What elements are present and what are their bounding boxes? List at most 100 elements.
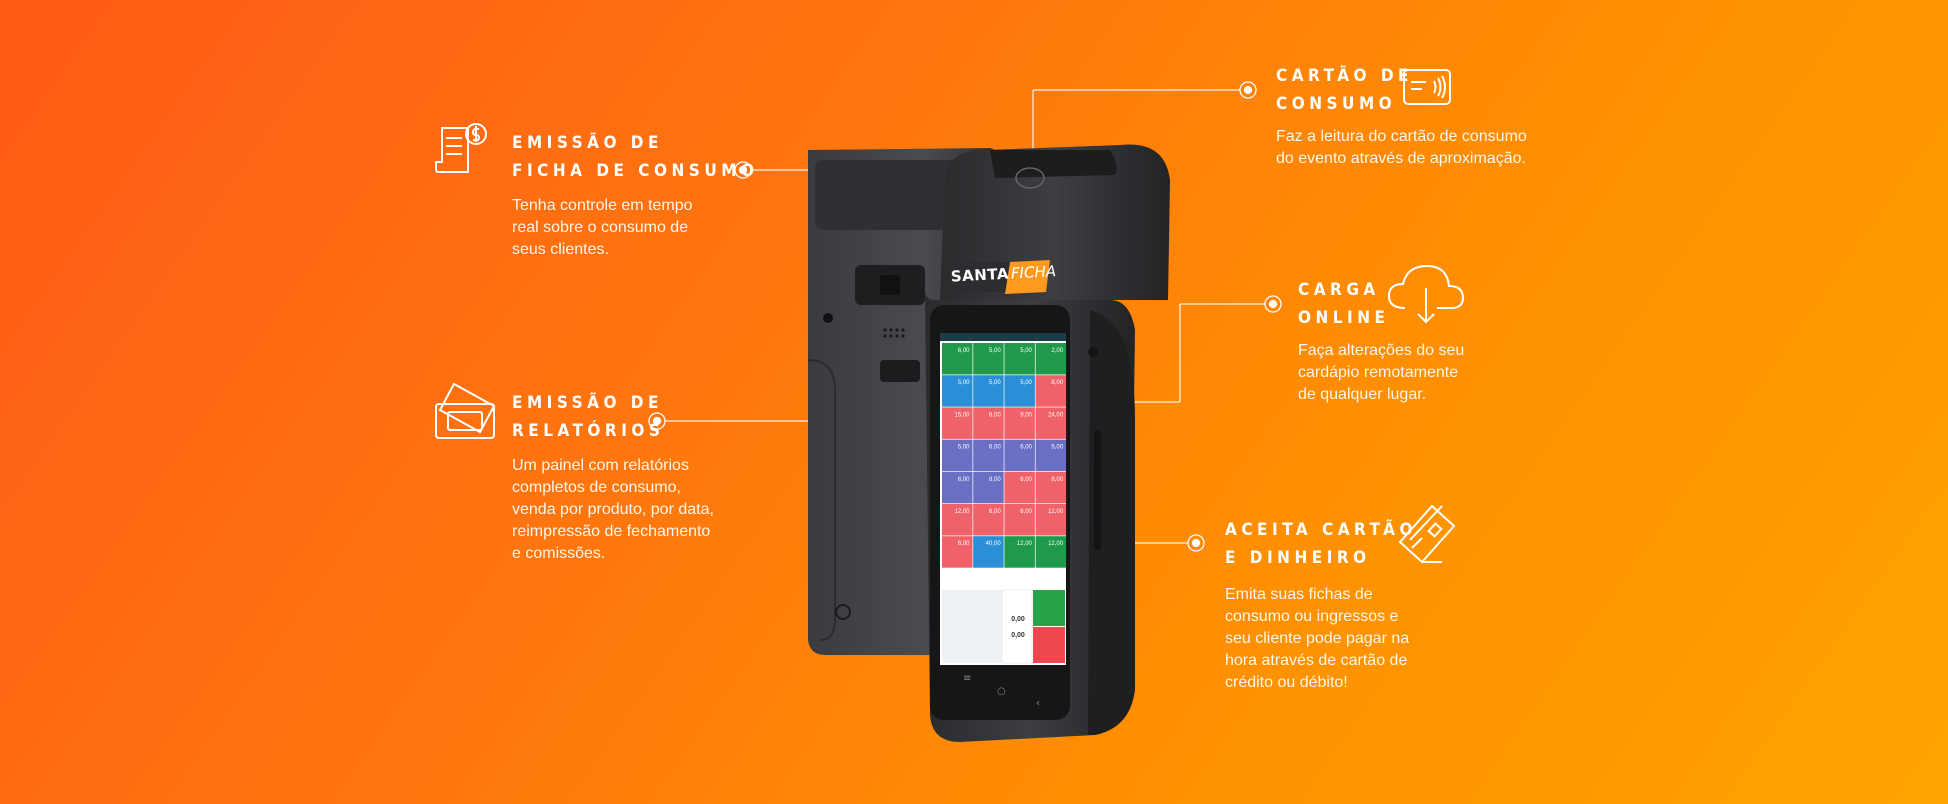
feature-carga-desc-2: cardápio remotamente xyxy=(1298,364,1459,381)
order-totals: 0,00 0,00 xyxy=(1004,612,1032,644)
product-tile xyxy=(942,407,973,439)
product-tile-price: 6,00 xyxy=(989,412,1001,418)
brand-part-1: SANTA xyxy=(950,264,1010,286)
product-tile xyxy=(973,343,1004,375)
product-tile xyxy=(973,375,1004,407)
product-tile-grid: 6,00 5,00 5,00 2,00 5,00 5,00 5,00 8,00 15,00 6,0… xyxy=(942,343,1067,568)
product-tile xyxy=(1035,343,1067,375)
product-tile xyxy=(1004,471,1035,504)
product-tile xyxy=(942,504,973,536)
feature-ficha-title-1: EMISSÃO DE xyxy=(512,133,663,153)
product-tile-price: 6,00 xyxy=(989,445,1001,451)
product-tile-price: 6,00 xyxy=(958,477,970,483)
feature-relatorios-desc-3: venda por produto, por data, xyxy=(512,501,714,518)
feature-aceita-desc-4: hora através de cartão de xyxy=(1225,652,1408,669)
feature-relatorios-title-1: EMISSÃO DE xyxy=(512,393,663,413)
feature-relatorios-desc-5: e comissões. xyxy=(512,545,606,562)
cloud-download-icon xyxy=(1387,264,1465,324)
contactless-card-icon xyxy=(1403,69,1451,105)
product-tile xyxy=(1035,375,1067,407)
product-tile-price: 6,00 xyxy=(989,509,1001,515)
product-tile-price: 15,00 xyxy=(954,412,970,418)
feature-carga-desc-3: de qualquer lugar. xyxy=(1298,386,1427,403)
product-tile xyxy=(973,536,1004,568)
feature-cartao-desc-1: Faz a leitura do cartão de consumo xyxy=(1276,128,1527,145)
product-tile-price: 8,00 xyxy=(1051,380,1063,386)
product-tile-price: 5,00 xyxy=(989,348,1001,354)
feature-ficha-desc-1: Tenha controle em tempo xyxy=(512,197,693,214)
product-tile xyxy=(942,536,973,568)
brand-logo: SANTAFICHA xyxy=(950,262,1056,293)
total-value-1: 0,00 xyxy=(1011,616,1025,623)
product-tile xyxy=(1035,536,1067,568)
feature-relatorios-desc-2: completos de consumo, xyxy=(512,479,681,496)
product-tile-price: 9,00 xyxy=(1020,412,1032,418)
feature-cartao-desc-2: do evento através de aproximação. xyxy=(1276,150,1526,167)
product-tile xyxy=(1004,375,1035,407)
product-tile xyxy=(1035,471,1067,504)
product-tile xyxy=(1035,439,1067,472)
feature-aceita: ACEITA CARTÃO E DINHEIRO Emita suas fich… xyxy=(1225,516,1417,694)
feature-carga-desc-1: Faça alterações do seu xyxy=(1298,342,1465,359)
product-tile-price: 5,00 xyxy=(1020,380,1032,386)
svg-text:≡: ≡ xyxy=(963,673,971,684)
feature-carga-title-2: ONLINE xyxy=(1298,308,1390,328)
product-tile xyxy=(1035,504,1067,536)
product-tile-price: 6,00 xyxy=(1020,477,1032,483)
product-tile xyxy=(942,471,973,504)
feature-aceita-desc-5: crédito ou débito! xyxy=(1225,674,1348,691)
product-tile xyxy=(973,504,1004,536)
product-tile xyxy=(1004,343,1035,375)
product-tile-price: 6,00 xyxy=(958,541,970,547)
feature-ficha-title-2: FICHA DE CONSUMO xyxy=(512,161,759,181)
feature-relatorios: EMISSÃO DE RELATÓRIOS Um painel com rela… xyxy=(512,389,714,565)
product-tile-price: 12,00 xyxy=(1048,541,1064,547)
product-tile xyxy=(1035,407,1067,439)
feature-aceita-desc-2: consumo ou ingressos e xyxy=(1225,608,1399,625)
product-tile-price: 5,00 xyxy=(989,380,1001,386)
product-tile-price: 5,00 xyxy=(1020,348,1032,354)
tickets-icon xyxy=(435,382,496,439)
product-tile-price: 8,00 xyxy=(1051,477,1063,483)
credit-card-icon xyxy=(1398,504,1456,564)
feature-relatorios-title-2: RELATÓRIOS xyxy=(512,421,665,441)
product-tile-price: 2,00 xyxy=(1051,348,1063,354)
product-tile-price: 24,00 xyxy=(1048,412,1064,418)
feature-aceita-title-2: E DINHEIRO xyxy=(1225,548,1371,568)
svg-text:○: ○ xyxy=(997,686,1006,697)
feature-relatorios-desc-1: Um painel com relatórios xyxy=(512,457,689,474)
product-tile-price: 5,00 xyxy=(958,380,970,386)
product-tile-price: 6,00 xyxy=(958,348,970,354)
product-tile xyxy=(942,343,973,375)
feature-cartao-title-1: CARTÃO DE xyxy=(1276,66,1413,86)
feature-ficha: EMISSÃO DE FICHA DE CONSUMO Tenha contro… xyxy=(512,129,758,261)
product-tile xyxy=(1004,504,1035,536)
product-tile xyxy=(973,407,1004,439)
feature-carga: CARGA ONLINE Faça alterações do seu card… xyxy=(1298,276,1464,406)
product-tile-price: 8,00 xyxy=(989,477,1001,483)
product-tile-price: 5,00 xyxy=(1051,445,1063,451)
product-tile-price: 12,00 xyxy=(1048,509,1064,515)
feature-aceita-title-1: ACEITA CARTÃO xyxy=(1225,520,1417,540)
product-tile-price: 40,00 xyxy=(986,541,1002,547)
product-tile xyxy=(942,439,973,472)
svg-text:‹: ‹ xyxy=(1036,698,1040,709)
feature-aceita-desc-3: seu cliente pode pagar na xyxy=(1225,630,1410,647)
receipt-dollar-icon xyxy=(435,123,487,173)
feature-cartao: CARTÃO DE CONSUMO Faz a leitura do cartã… xyxy=(1276,62,1527,170)
product-tile xyxy=(1004,536,1035,568)
feature-aceita-desc-1: Emita suas fichas de xyxy=(1225,586,1373,603)
product-tile-price: 12,00 xyxy=(954,509,970,515)
product-tile xyxy=(973,471,1004,504)
product-tile-price: 5,00 xyxy=(958,445,970,451)
total-value-2: 0,00 xyxy=(1011,632,1025,639)
feature-relatorios-desc-4: reimpressão de fechamento xyxy=(512,523,711,540)
feature-carga-title-1: CARGA xyxy=(1298,280,1380,300)
product-tile-price: 6,00 xyxy=(1020,445,1032,451)
product-tile-price: 6,00 xyxy=(1020,509,1032,515)
feature-ficha-desc-3: seus clientes. xyxy=(512,241,609,258)
product-tile xyxy=(973,439,1004,472)
